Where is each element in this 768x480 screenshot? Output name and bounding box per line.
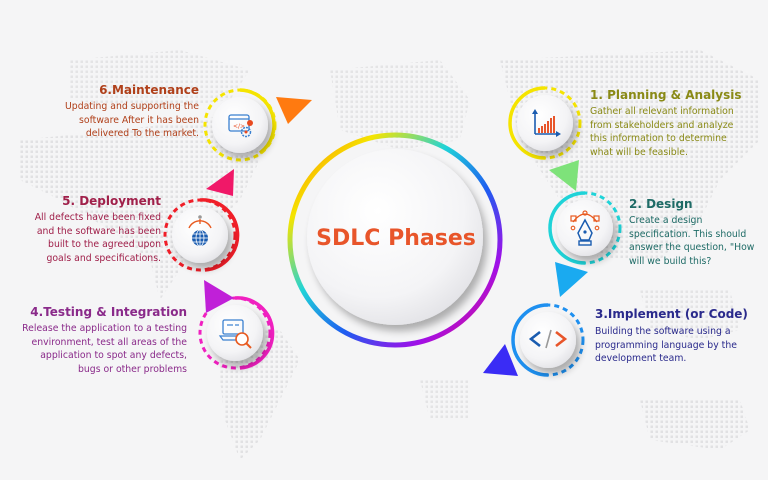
description-line: Building the software using a bbox=[595, 326, 731, 337]
arrow-6-to-1 bbox=[276, 97, 312, 124]
phase-3-description: Building the software using a programmin… bbox=[595, 325, 737, 366]
description-line: application to spot any defects, bbox=[40, 350, 187, 361]
phase-6-node[interactable]: </> bbox=[203, 88, 277, 162]
description-line: bugs or other problems bbox=[78, 363, 187, 375]
code-settings-icon: </> bbox=[228, 114, 253, 138]
description-line: environment, test all areas of the bbox=[31, 336, 187, 348]
center-title: SDLC Phases bbox=[316, 226, 476, 251]
arrow-2-to-3 bbox=[555, 262, 588, 297]
arrow-4-to-5 bbox=[204, 280, 234, 313]
globe-deploy-icon bbox=[188, 215, 212, 247]
description-line: Gather all relevant information bbox=[590, 106, 734, 117]
phase-2-description: Create a design specification. This shou… bbox=[629, 214, 754, 268]
center-hub bbox=[287, 132, 503, 348]
phase-5-description: All defects have been fixed and the soft… bbox=[35, 211, 161, 265]
pen-tool-icon bbox=[570, 210, 600, 246]
description-line: programming language by the bbox=[595, 339, 737, 351]
arrow-3-to-4 bbox=[483, 344, 518, 376]
arrow-1-to-2 bbox=[549, 160, 579, 191]
description-line: Release the application to a testing bbox=[22, 323, 187, 334]
phase-1-title: 1. Planning & Analysis bbox=[590, 88, 742, 102]
phase-4-description: Release the application to a testing env… bbox=[22, 322, 187, 376]
description-line: and the software has been bbox=[36, 225, 161, 237]
phase-5-node[interactable] bbox=[163, 198, 240, 272]
description-line: Create a design bbox=[629, 215, 703, 226]
phase-3-node[interactable] bbox=[511, 303, 585, 377]
phase-4-title: 4.Testing & Integration bbox=[30, 305, 187, 319]
description-line: development team. bbox=[595, 353, 687, 364]
phase-4-node[interactable] bbox=[198, 296, 275, 370]
code-icon bbox=[528, 329, 568, 349]
description-line: delivered To the market. bbox=[85, 128, 199, 139]
phase-1-description: Gather all relevant information from sta… bbox=[590, 105, 734, 159]
phase-3-title: 3.Implement (or Code) bbox=[595, 307, 748, 321]
description-line: from stakeholders and analyze bbox=[590, 119, 734, 131]
description-line: specification. This should bbox=[629, 228, 747, 240]
description-line: goals and specifications. bbox=[46, 252, 161, 264]
code-inspect-icon bbox=[218, 319, 252, 349]
phase-2-node[interactable] bbox=[548, 191, 622, 265]
description-line: software After it has been bbox=[79, 114, 199, 126]
phase-2-title: 2. Design bbox=[629, 197, 693, 211]
bar-chart-icon bbox=[532, 109, 561, 137]
arrow-5-to-6 bbox=[206, 169, 234, 196]
phase-6-description: Updating and supporting the software Aft… bbox=[65, 100, 199, 141]
svg-text:</>: </> bbox=[233, 123, 245, 130]
description-line: what will be feasible. bbox=[590, 146, 688, 158]
description-line: will we build this? bbox=[629, 255, 712, 267]
description-line: All defects have been fixed bbox=[34, 212, 161, 223]
description-line: answer the question, "How bbox=[629, 242, 755, 253]
description-line: this information to determine bbox=[590, 133, 727, 144]
description-line: Updating and supporting the bbox=[64, 101, 199, 112]
phase-5-title: 5. Deployment bbox=[62, 194, 161, 208]
description-line: built to the agreed upon bbox=[48, 239, 161, 250]
phase-1-node[interactable] bbox=[508, 86, 582, 160]
phase-6-title: 6.Maintenance bbox=[99, 83, 199, 97]
